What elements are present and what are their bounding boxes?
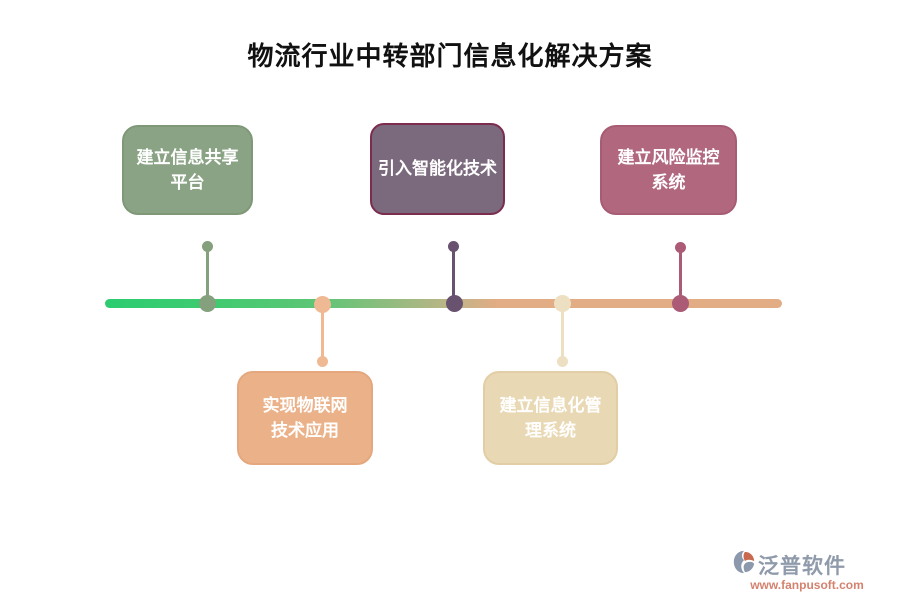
connector-line-2 [321, 310, 324, 358]
timeline-dot-1 [199, 295, 216, 312]
fanpu-logo-icon [732, 549, 756, 580]
timeline-bar [105, 299, 782, 308]
timeline-dot-4 [554, 295, 571, 312]
connector-line-3 [452, 250, 455, 300]
milestone-box-info-sharing-platform: 建立信息共享 平台 [122, 125, 253, 215]
timeline-dot-3 [446, 295, 463, 312]
milestone-box-risk-monitoring-system: 建立风险监控 系统 [600, 125, 737, 215]
connector-line-5 [679, 251, 682, 301]
milestone-box-iot-application: 实现物联网 技术应用 [237, 371, 373, 465]
timeline-dot-5 [672, 295, 689, 312]
watermark-url: www.fanpusoft.com [750, 578, 864, 592]
connector-dot-small-5 [675, 242, 686, 253]
connector-dot-small-3 [448, 241, 459, 252]
timeline-dot-2 [314, 296, 331, 313]
watermark: 泛普软件 www.fanpusoft.com [732, 549, 882, 592]
watermark-brand-text: 泛普软件 [758, 554, 846, 578]
connector-line-4 [561, 310, 564, 358]
connector-line-1 [206, 250, 209, 300]
connector-dot-small-2 [317, 356, 328, 367]
connector-dot-small-1 [202, 241, 213, 252]
connector-dot-small-4 [557, 356, 568, 367]
milestone-box-info-management-system: 建立信息化管 理系统 [483, 371, 618, 465]
diagram-title: 物流行业中转部门信息化解决方案 [247, 41, 653, 71]
milestone-box-smart-technology: 引入智能化技术 [370, 123, 505, 215]
